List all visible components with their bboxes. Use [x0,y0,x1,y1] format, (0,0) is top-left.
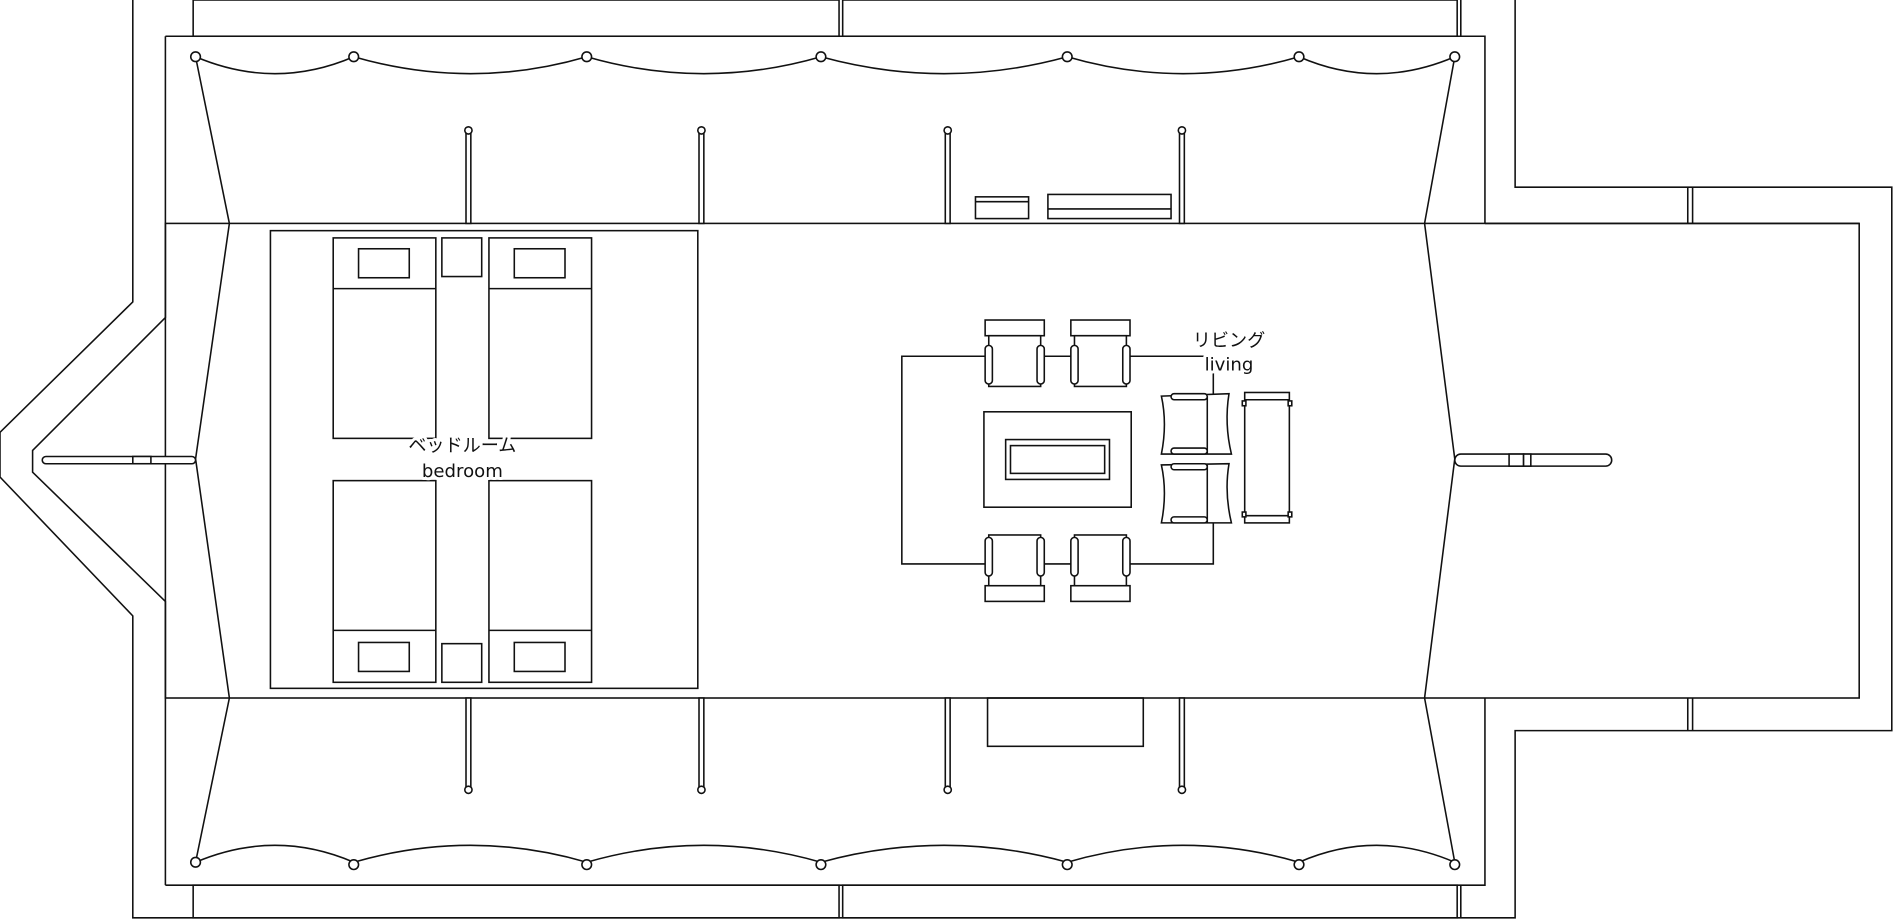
bed [332,237,437,440]
bedroom: ベッドルーム bedroom [269,229,699,690]
nightstand [441,237,483,278]
tent-poles [464,126,1187,795]
bedroom-label-ja: ベッドルーム [408,436,516,457]
coffee-table [983,411,1132,508]
side-bench [1241,391,1293,524]
bed [488,479,593,684]
entrance-right [1453,453,1613,467]
bedroom-label-en: bedroom [422,461,503,482]
nightstand [441,642,483,684]
bed [332,479,437,684]
living-label-ja: リビング [1193,331,1265,352]
lounge-chair [1160,462,1233,524]
chair [984,319,1046,388]
entrance-left [41,455,197,465]
storage-items [974,193,1172,748]
chair [984,534,1046,603]
chair [1070,319,1131,388]
living: リビング living [901,319,1293,603]
living-label-en: living [1205,355,1254,376]
bed [488,237,593,440]
chair [1070,534,1131,603]
top-panels [192,0,1462,919]
lounge-chair [1160,392,1233,455]
tent-stakes [189,51,1461,871]
